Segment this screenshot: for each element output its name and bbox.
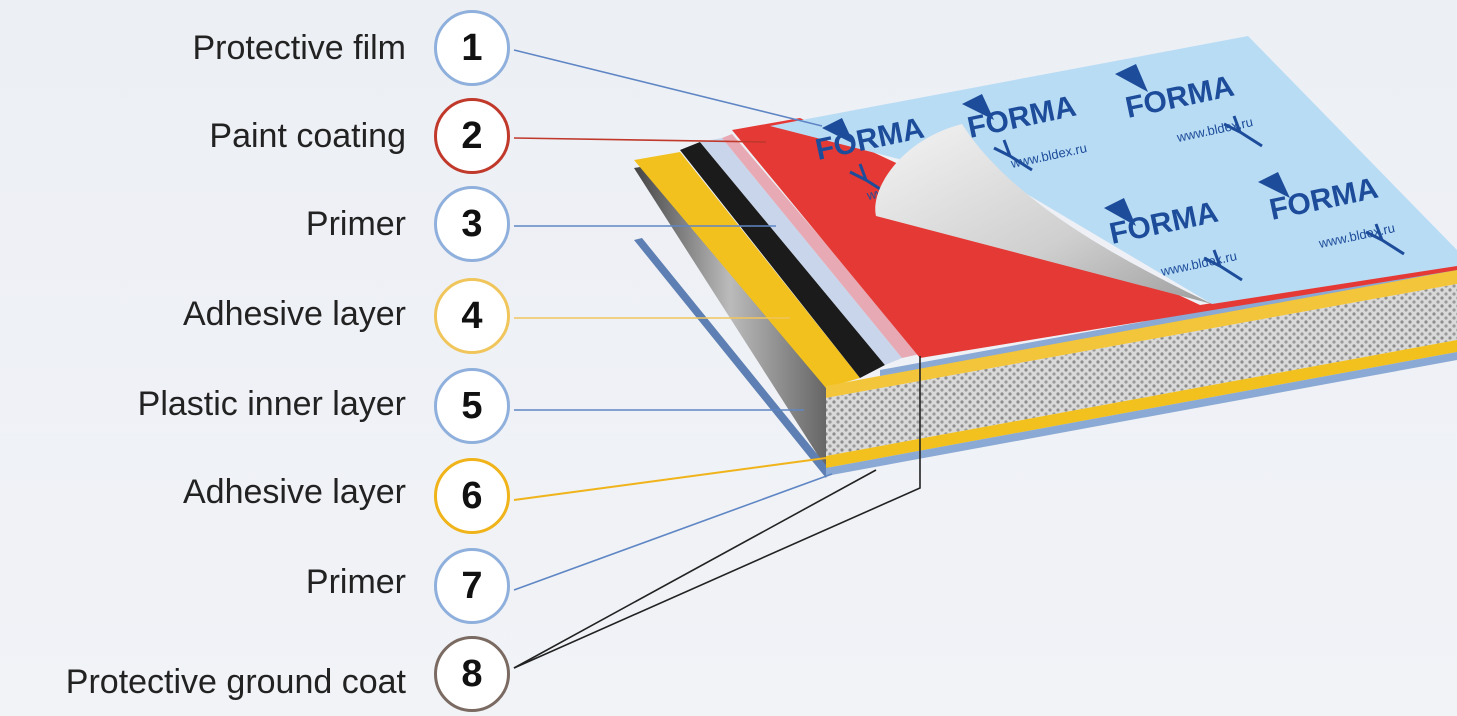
edge-primer-bottom	[634, 238, 830, 478]
triangle-mark	[1104, 198, 1136, 226]
arrow-icon	[1365, 223, 1405, 256]
film-surface	[770, 36, 1457, 304]
leader-line-1	[513, 49, 823, 127]
panel-edge-layers	[634, 134, 920, 478]
badge-3: 3	[434, 186, 510, 262]
leader-line-7	[513, 473, 833, 591]
edge-plastic-core	[634, 160, 826, 468]
leader-lines	[513, 49, 921, 669]
badge-7: 7	[434, 548, 510, 624]
leader-line-8a	[513, 469, 877, 669]
leader-line-2	[513, 137, 767, 143]
label-plastic-inner-layer: Plastic inner layer	[137, 385, 406, 423]
label-paint-coating: Paint coating	[209, 117, 406, 155]
arrow-icon	[1203, 249, 1243, 282]
label-protective-ground-coat: Protective ground coat	[65, 663, 406, 701]
protective-film: FORMA www.bldex.ru FORMA www.bldex.ru FO…	[770, 36, 1457, 304]
triangle-mark	[1258, 172, 1290, 198]
triangle-mark	[822, 118, 854, 144]
film-arrows	[849, 115, 1405, 282]
label-protective-film: Protective film	[192, 29, 407, 67]
side-bottom-strip	[826, 340, 1457, 468]
label-adhesive-layer-bottom: Adhesive layer	[182, 473, 406, 511]
label-adhesive-layer-top: Adhesive layer	[182, 295, 406, 333]
edge-primer-light	[700, 138, 902, 365]
arrow-icon	[993, 139, 1033, 172]
badge-6: 6	[434, 458, 510, 534]
label-primer-bottom: Primer	[305, 563, 406, 601]
arrow-icon	[1223, 115, 1263, 148]
leader-line-8b	[513, 356, 921, 669]
side-core	[826, 284, 1457, 456]
triangle-mark	[962, 94, 994, 120]
badge-5: 5	[434, 368, 510, 444]
badge-1: 1	[434, 10, 510, 86]
badge-4: 4	[434, 278, 510, 354]
panel-side-face	[826, 264, 1457, 476]
badge-8: 8	[434, 636, 510, 712]
badge-2: 2	[434, 98, 510, 174]
label-primer-top: Primer	[305, 205, 406, 243]
triangle-mark	[1115, 64, 1148, 92]
edge-primer	[680, 142, 885, 378]
edge-adhesive-layer	[634, 152, 860, 388]
edge-paint-pink	[722, 134, 920, 358]
film-peel-curl	[875, 124, 1212, 304]
leader-line-6	[513, 457, 827, 501]
side-top-strip	[826, 268, 1457, 398]
side-bottom-primer	[826, 352, 1457, 476]
